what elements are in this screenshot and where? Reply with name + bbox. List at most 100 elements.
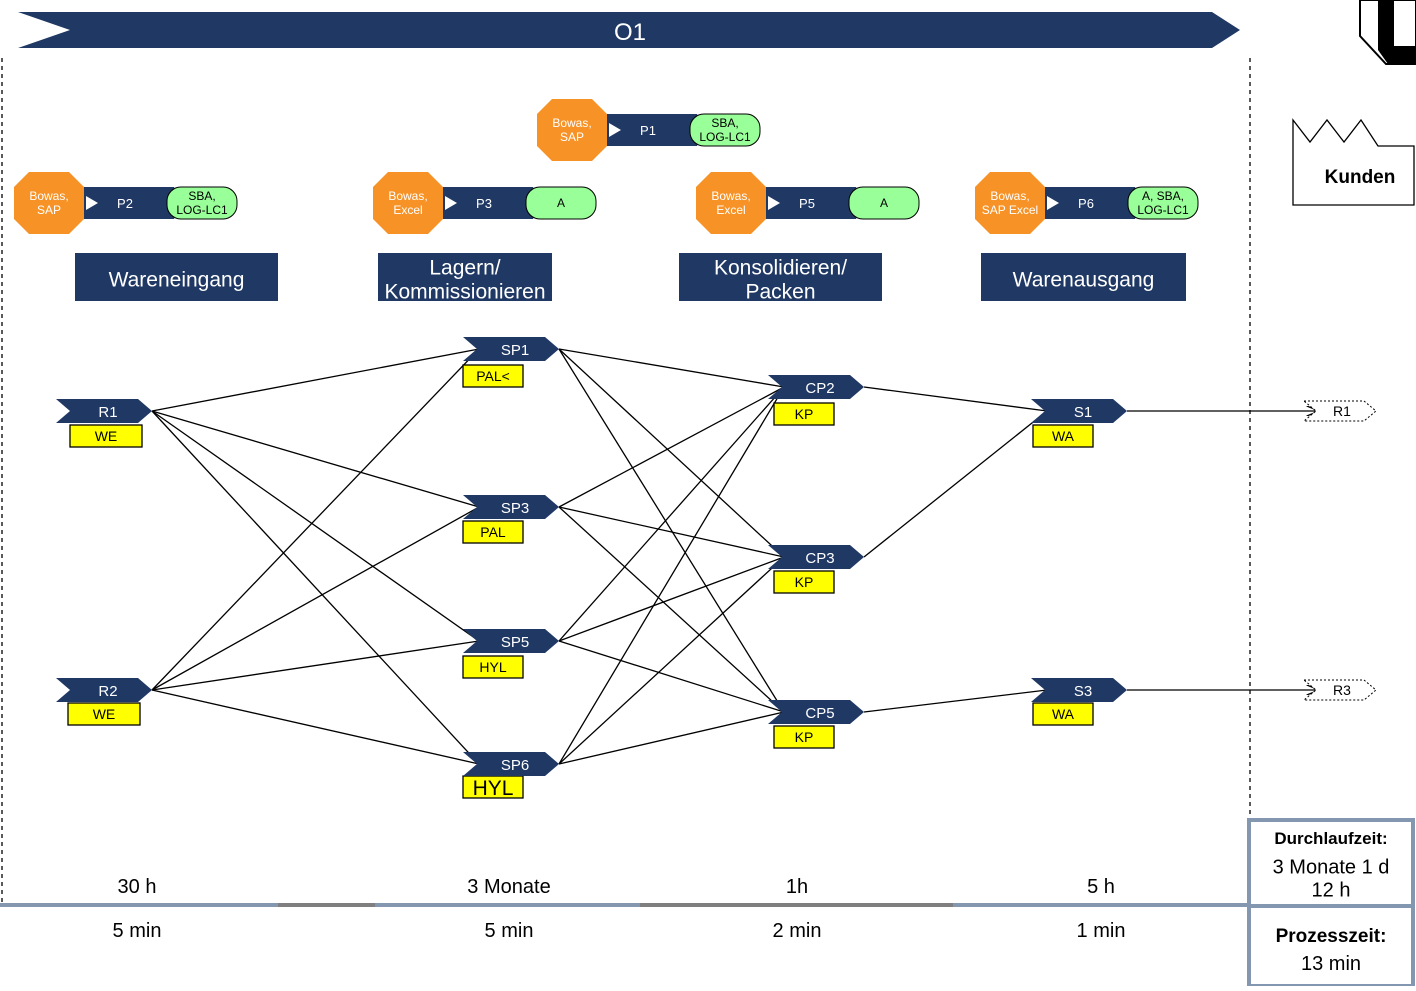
- process-triangle: [86, 196, 98, 210]
- process-time-box-frame: [1247, 904, 1415, 988]
- stage-label: Warenausgang: [1013, 268, 1155, 291]
- edge-sp1-cp2: [558, 348, 785, 388]
- timeline-segment-2: [375, 903, 640, 907]
- process-body: [423, 187, 541, 219]
- roles-pill: [525, 186, 597, 220]
- wait-time: 3 Monate: [467, 876, 550, 898]
- edge-sp3-cp2: [558, 386, 785, 508]
- process-id: P3: [476, 196, 492, 211]
- node-sp1: PAL< SP1: [462, 337, 559, 388]
- node-label: SP5: [501, 634, 529, 651]
- edge-r1-sp3: [151, 410, 480, 508]
- edge-r2-sp6: [151, 689, 480, 765]
- roles-pill: [166, 186, 238, 220]
- process-roles: SBA,LOG-LC1: [699, 116, 751, 144]
- node-chevron: [56, 678, 152, 702]
- process-systems: Bowas,Excel: [711, 189, 750, 217]
- system-octagon: [14, 172, 84, 234]
- process-triangle: [445, 196, 457, 210]
- edge-sp6-cp3: [558, 556, 785, 765]
- flow-nodes: WER1WER2PAL<SP1PALSP3HYLSP5HYLSP6KPCP2KP…: [56, 337, 1127, 800]
- node-label: SP3: [501, 500, 529, 517]
- process-systems: Bowas,Excel: [388, 189, 427, 217]
- node-tag-box: [69, 424, 143, 448]
- process-id: P2: [117, 196, 133, 211]
- stage-0: Wareneingang: [75, 253, 278, 301]
- node-label: SP1: [501, 342, 529, 359]
- stage-box: [679, 253, 882, 301]
- process-systems: Bowas,SAP Excel: [982, 189, 1038, 217]
- process-body: [1025, 187, 1143, 219]
- node-tag: PAL: [480, 524, 506, 540]
- node-tag-box: [67, 702, 141, 726]
- edge-r1-sp5: [151, 410, 480, 642]
- process-p3: Bowas,Excel P3 A: [373, 172, 597, 234]
- node-cp3: KP CP3: [768, 545, 864, 594]
- node-tag: HYL: [473, 777, 514, 800]
- node-label: R1: [98, 404, 117, 421]
- edge-cp3-s1: [863, 410, 1048, 558]
- process-time-box: Prozesszeit:13 min: [1247, 904, 1415, 988]
- stage-label: Lagern/Kommissionieren: [384, 256, 545, 303]
- roles-pill: [848, 186, 920, 220]
- process-roles: A: [557, 196, 565, 210]
- node-sp3: PAL SP3: [462, 495, 559, 544]
- process-roles: SBA,LOG-LC1: [176, 189, 228, 217]
- output-label: R3: [1333, 682, 1351, 698]
- output-label: R1: [1333, 403, 1351, 419]
- node-chevron: [1031, 678, 1127, 702]
- node-tag: WE: [93, 706, 116, 722]
- process-triangle: [1047, 196, 1059, 210]
- process-time: 2 min: [773, 920, 822, 942]
- wait-time: 30 h: [118, 876, 157, 898]
- edge-sp5-cp5: [558, 640, 785, 713]
- node-tag: WE: [95, 428, 118, 444]
- node-label: CP3: [805, 550, 834, 567]
- edge-cp5-s3: [863, 689, 1048, 713]
- output-r3: R3: [1127, 679, 1377, 701]
- node-tag: WA: [1052, 428, 1075, 444]
- process-time-value: 13 min: [1301, 953, 1361, 975]
- timeline-segment-0: [0, 903, 278, 907]
- node-label: S3: [1074, 683, 1092, 700]
- banner-label: O1: [614, 19, 646, 46]
- edge-cp2-s1: [863, 386, 1048, 412]
- node-r2: WE R2: [56, 678, 152, 726]
- node-tag: PAL<: [476, 368, 510, 384]
- node-tag: KP: [795, 729, 814, 745]
- edge-r2-sp1: [151, 348, 480, 691]
- edge-r1-sp1: [151, 348, 480, 412]
- node-chevron: [56, 399, 152, 423]
- node-chevron: [768, 545, 864, 569]
- banner-arrow-shape: [18, 12, 1240, 48]
- edge-sp5-cp3: [558, 556, 785, 642]
- corner-logo-icon: [1359, 0, 1416, 65]
- process-triangle: [768, 196, 780, 210]
- edge-r1-sp6: [151, 410, 480, 765]
- system-octagon: [975, 172, 1045, 234]
- wait-time: 5 h: [1087, 876, 1115, 898]
- node-s1: WA S1: [1031, 399, 1127, 448]
- process-body: [746, 187, 864, 219]
- process-time: 5 min: [113, 920, 162, 942]
- node-label: S1: [1074, 404, 1092, 421]
- node-label: R2: [98, 683, 117, 700]
- node-cp5: KP CP5: [768, 700, 864, 749]
- node-label: CP5: [805, 705, 834, 722]
- node-tag: KP: [795, 574, 814, 590]
- throughput-box-frame: [1247, 818, 1415, 908]
- process-systems: Bowas,SAP: [552, 116, 591, 144]
- process-roles: A, SBA,LOG-LC1: [1137, 189, 1189, 217]
- stage-box: [981, 253, 1186, 301]
